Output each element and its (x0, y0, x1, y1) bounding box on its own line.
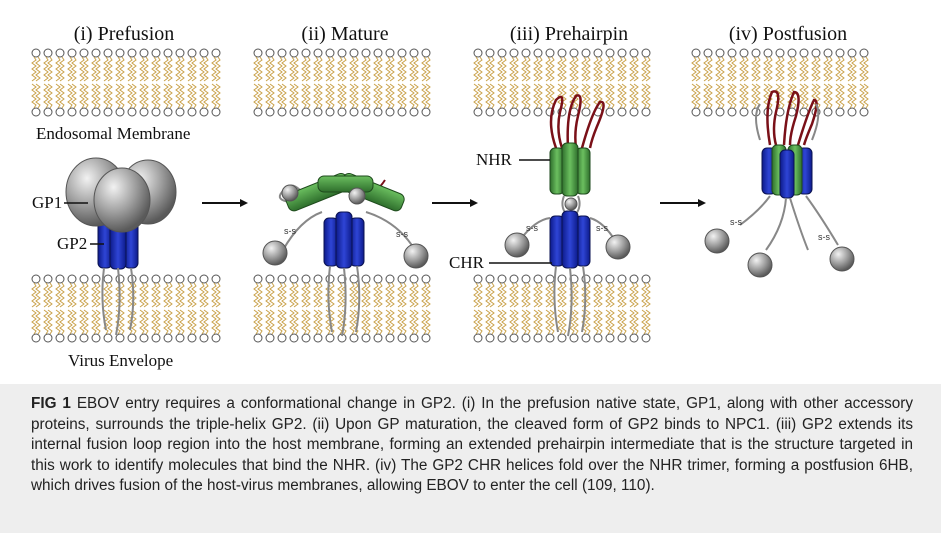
lipid-bilayer (473, 274, 651, 343)
figure-number: FIG 1 (31, 395, 71, 412)
stage-title-mature: (ii) Mature (301, 23, 388, 45)
label-endosomal-membrane: Endosomal Membrane (36, 124, 190, 143)
lipid-bilayer (253, 274, 431, 343)
disulfide-label: s-s (284, 226, 296, 236)
caption-text: EBOV entry requires a conformational cha… (31, 395, 913, 494)
mature-complex (262, 172, 429, 337)
stage-title-postfusion: (iv) Postfusion (729, 23, 847, 45)
disulfide-label: s-s (596, 223, 608, 233)
postfusion-complex (704, 90, 855, 278)
disulfide-label: s-s (818, 232, 830, 242)
arrow-3 (660, 199, 706, 207)
arrow-1 (202, 199, 248, 207)
lipid-bilayers (31, 48, 869, 343)
lipid-bilayer (31, 48, 221, 117)
stage-title-prefusion: (i) Prefusion (74, 23, 175, 45)
stage-title-prehairpin: (iii) Prehairpin (510, 23, 628, 45)
prefusion-complex (65, 157, 177, 336)
lipid-bilayer (253, 48, 431, 117)
lipid-bilayer (691, 48, 869, 117)
arrow-2 (432, 199, 478, 207)
lipid-bilayer (31, 274, 221, 343)
disulfide-label: s-s (730, 217, 742, 227)
ebov-fusion-diagram: (i) Prefusion (ii) Mature (iii) Prehairp… (31, 23, 869, 370)
label-chr: CHR (449, 253, 485, 272)
figure-caption: FIG 1 EBOV entry requires a conformation… (31, 394, 913, 497)
lipid-bilayer (473, 48, 651, 117)
disulfide-label: s-s (526, 223, 538, 233)
label-gp2: GP2 (57, 234, 87, 253)
prehairpin-complex (504, 94, 631, 337)
caption-panel (0, 384, 941, 533)
label-gp1: GP1 (32, 193, 62, 212)
label-virus-envelope: Virus Envelope (68, 351, 173, 370)
disulfide-label: s-s (396, 229, 408, 239)
label-nhr: NHR (476, 150, 513, 169)
